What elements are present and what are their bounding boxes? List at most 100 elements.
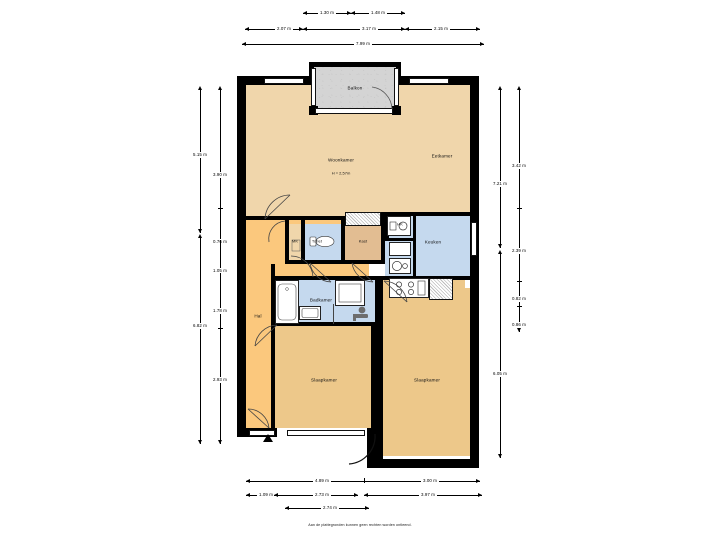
dimension-label: 2.74 m [320, 505, 340, 511]
dimension-label: 0.82 m [509, 296, 529, 302]
door-swing-balcony [371, 86, 393, 110]
interior-wall-bedroom-divider [375, 276, 383, 468]
dimension-label: 1.78 m [210, 308, 230, 314]
window-top-right [409, 77, 449, 84]
dimension-label: 3.42 m [509, 163, 529, 169]
kitchen-stove [389, 278, 429, 298]
room-label-keuken: Keuken [424, 239, 442, 245]
balcony-wall-top [309, 62, 401, 67]
exterior-wall-entry-return [367, 428, 376, 468]
interior-wall-bedroom-left-right [371, 322, 377, 432]
window-top-left [264, 77, 304, 84]
mk-meter-icon [291, 239, 301, 252]
dimension-label: 1.09 m [256, 492, 276, 498]
door-swing-kast [351, 262, 374, 283]
shower-tray [335, 280, 365, 306]
door-swing-slaapkamer-left [254, 324, 278, 347]
window-bottom-bedroom [287, 429, 365, 436]
dimension-label: 1.05 m [210, 268, 230, 274]
dimension-label: 2.93 m [210, 377, 230, 383]
door-swing-toilet [309, 262, 332, 283]
dimension-label: 2.39 m [509, 248, 529, 254]
bathtub [275, 280, 299, 324]
dimension-label: 3.17 m [359, 26, 379, 32]
dimension-label: 1.48 m [368, 10, 388, 16]
kast-shelves-hatch [345, 212, 381, 226]
balcony-post-left [309, 106, 318, 115]
dimension-label: 2.73 m [312, 492, 332, 498]
door-swing-badkamer [290, 255, 314, 278]
interior-wall-mk-left [285, 216, 289, 264]
dimension-label: 2.15 m [431, 26, 451, 32]
window-bottom-hall [249, 429, 275, 436]
exterior-wall-left [237, 76, 246, 436]
dimension-label: 7.21 m [490, 181, 510, 187]
room-label-badkamer: Badkamer [309, 297, 333, 303]
dimension-label: 5.15 m [190, 152, 210, 158]
room-label-eetkamer: Eetkamer [431, 153, 453, 159]
exterior-wall-right [470, 76, 479, 468]
interior-wall-hk-right [413, 212, 416, 276]
kitchen-appliance-icon [389, 221, 408, 231]
interior-wall-band-bottom [285, 260, 385, 264]
interior-wall-hk-bottom [385, 238, 416, 241]
bathroom-sink [299, 306, 321, 320]
room-mk-floor [289, 224, 303, 262]
room-label-mk: MK [291, 238, 299, 244]
kitchen-sink-bowl-icon [392, 261, 408, 271]
door-swing-hal-entry [247, 408, 270, 429]
interior-wall-living-band [245, 216, 289, 220]
toilet-fixture-icon [309, 236, 335, 247]
balcony-post-right [392, 106, 401, 115]
bathroom-sink-icon [301, 308, 319, 318]
window-right-keuken [471, 222, 477, 256]
entry-direction-marker [263, 434, 273, 442]
dimension-label: 7.99 m [353, 41, 373, 47]
room-height-woonkamer: H = 2,57m [331, 170, 351, 176]
room-label-kast: Kast [358, 238, 368, 244]
dimension-label: 4.89 m [312, 478, 332, 484]
interior-wall-toilet-right [341, 216, 345, 264]
room-hal-floor-lower [245, 280, 275, 428]
floor-plan-drawing: Balkon Woonkamer H = 2,57m Eetkamer MK T… [237, 62, 487, 468]
kitchen-counter-left [389, 242, 411, 256]
dimension-label: 6.82 m [190, 323, 210, 329]
shower-icon [338, 283, 362, 303]
room-label-woonkamer: Woonkamer [327, 157, 355, 163]
room-label-hk: HK [397, 221, 403, 227]
interior-wall-mk-right [301, 220, 305, 264]
dimension-label: 0.86 m [509, 322, 529, 328]
room-label-slaapkamer-right: Slaapkamer [413, 377, 441, 383]
interior-wall-kast-right [381, 212, 385, 264]
bathroom-toilet-icon [353, 306, 368, 321]
balcony-rail-right [394, 68, 399, 106]
exterior-wall-bottom-right [383, 459, 479, 468]
room-kast-floor [345, 224, 383, 262]
kitchen-worktop-hatch [429, 278, 453, 300]
bathtub-icon [277, 283, 297, 321]
door-swing-mk [268, 220, 286, 243]
dimension-label: 3.97 m [418, 492, 438, 498]
room-label-slaapkamer-left: Slaapkamer [310, 377, 338, 383]
interior-wall-badkamer-bottom [271, 322, 379, 326]
room-label-toilet: Toilet [311, 238, 323, 244]
dimension-label: 6.05 m [490, 371, 510, 377]
disclaimer-text: Aan de plattegronden kunnen geen rechten… [308, 523, 412, 527]
room-slaapkamer-right-floor [383, 288, 471, 456]
dimension-label: 2.07 m [274, 26, 294, 32]
room-slaapkamer-left-floor [275, 324, 375, 428]
balcony-door-glass [315, 108, 393, 114]
door-swing-front-entry [348, 433, 376, 465]
interior-wall-band-top [289, 216, 385, 220]
interior-wall-hal-right [271, 264, 275, 428]
door-swing-hal-living [264, 194, 291, 220]
balcony-rail-left [311, 68, 316, 106]
door-swing-slaapkamer-right [383, 280, 408, 303]
bathroom-partition [333, 304, 335, 324]
dimension-label: 1.30 m [317, 10, 337, 16]
interior-wall-keuken-top [381, 212, 471, 216]
room-balkon-floor [311, 64, 399, 114]
room-label-hal: Hal [254, 313, 262, 319]
room-label-balkon: Balkon [347, 85, 363, 91]
